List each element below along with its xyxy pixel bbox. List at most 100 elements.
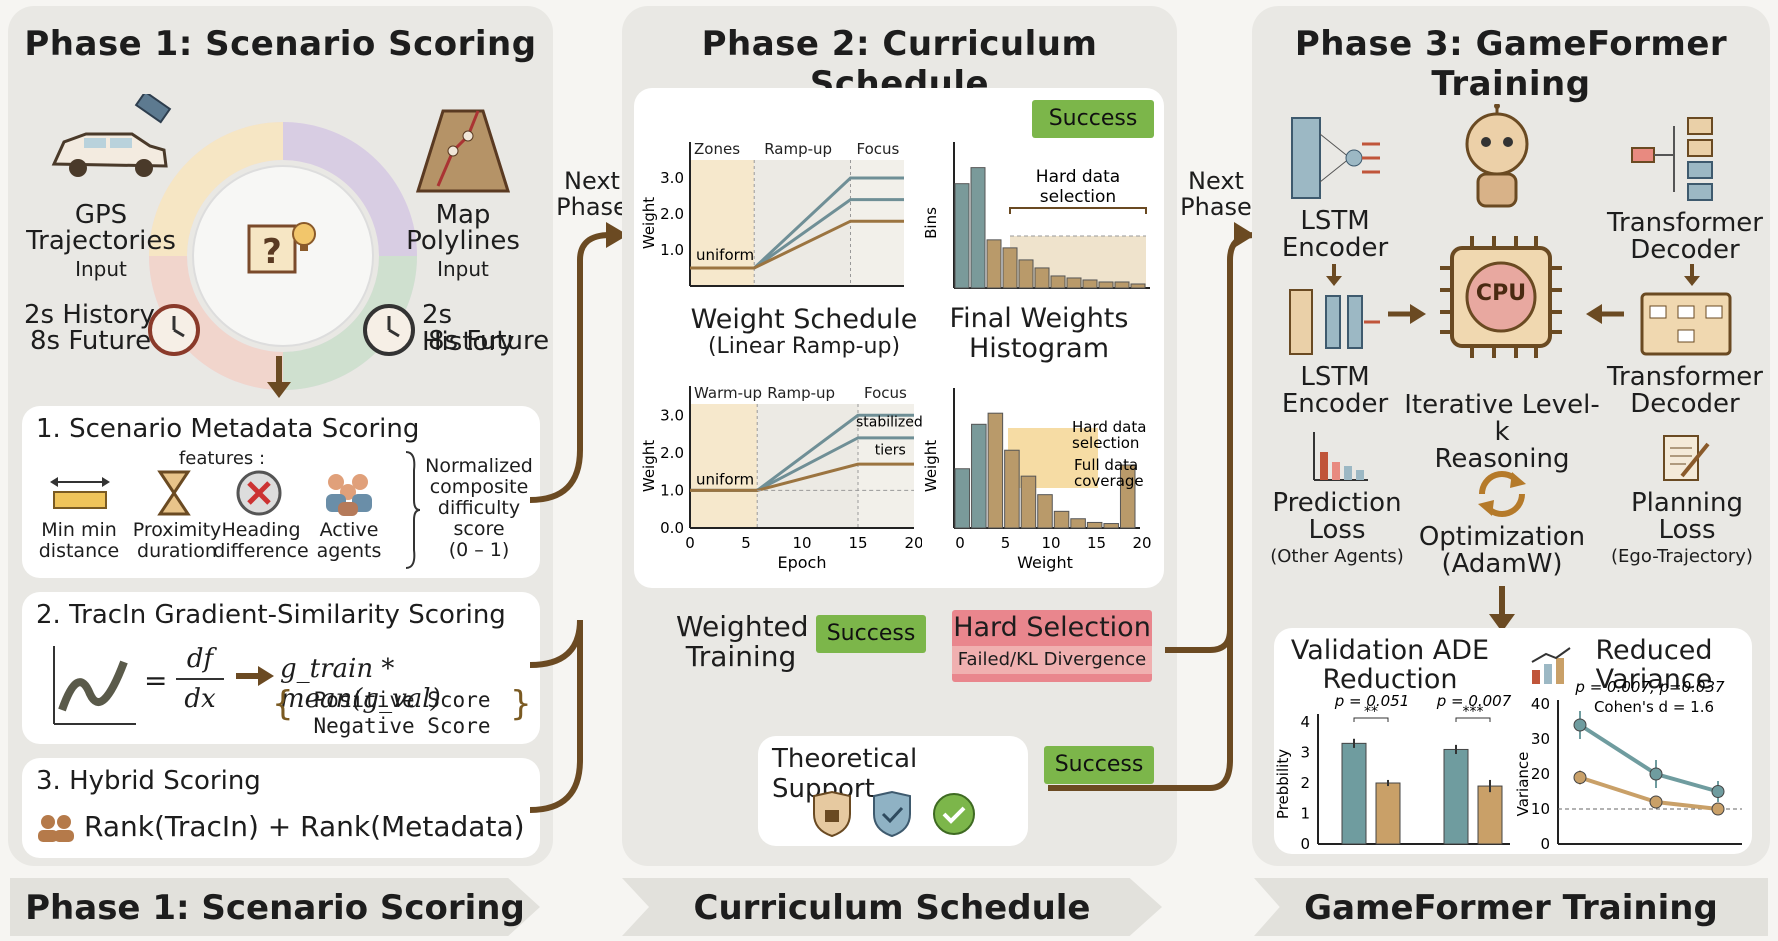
p-value-label: p = 0.051 xyxy=(1334,694,1410,710)
zone-label: Ramp-up xyxy=(764,140,832,158)
zone-warmup xyxy=(690,160,755,286)
zone-label: Focus xyxy=(864,384,907,402)
y-tick-label: 30 xyxy=(1531,730,1550,748)
histogram-bar xyxy=(1018,259,1034,289)
y-tick-label: 0 xyxy=(1300,835,1310,852)
phase2-panel: Phase 2: Curriculum Schedule Success Zon… xyxy=(622,6,1177,866)
histogram-bar xyxy=(1098,281,1114,289)
hard-selection-box: Hard Selection Failed/KL Divergence xyxy=(952,610,1152,682)
zone-warmup xyxy=(690,404,758,528)
histogram-bar xyxy=(1002,247,1018,289)
x-tick-label: 15 xyxy=(1087,534,1106,552)
series-line xyxy=(690,462,914,492)
gps-title-1: GPS xyxy=(74,200,128,230)
hard-selection-sub: Failed/KL Divergence xyxy=(952,646,1152,674)
arrow-down-icon xyxy=(267,356,291,398)
history-right-1: 2s History xyxy=(422,300,515,357)
map-sub: Input xyxy=(437,257,489,281)
p-value-label: p = 0.007, p=0.037 xyxy=(1574,678,1725,696)
footer-phase2: Curriculum Schedule xyxy=(622,878,1162,936)
histogram-bar xyxy=(1020,475,1037,529)
significance-bracket xyxy=(1455,717,1491,722)
weight-schedule-title: Weight Schedule xyxy=(690,304,918,335)
theoretical-badge: Success xyxy=(1044,746,1154,784)
histogram-bar xyxy=(1037,494,1053,529)
variance-point xyxy=(1711,802,1725,816)
refresh-icon xyxy=(1478,471,1526,517)
significance-bracket xyxy=(1353,717,1389,722)
histogram-bar xyxy=(1066,277,1082,289)
cpu-brain-icon xyxy=(1440,236,1562,358)
arrow-down-icon xyxy=(1684,264,1700,286)
histogram-bar xyxy=(1034,267,1050,289)
zone-label: Focus xyxy=(857,140,900,158)
annotation-uniform: uniform xyxy=(696,470,754,488)
y-tick-label: 20 xyxy=(1531,765,1550,783)
zone-focus xyxy=(850,160,904,286)
histogram-bar xyxy=(1103,523,1119,529)
theoretical-title: Theoretical Support xyxy=(772,744,918,804)
annotation-full-coverage: coverage xyxy=(1074,472,1144,490)
transformer-decoder-icon xyxy=(1640,292,1732,356)
significance-stars: ** xyxy=(1364,704,1378,720)
x-tick-label: 0 xyxy=(955,534,965,552)
x-tick-label: 20 xyxy=(1132,534,1151,552)
deriv-num: df xyxy=(186,644,214,674)
variance-point xyxy=(1573,718,1587,732)
x-axis-label: Epoch xyxy=(778,553,827,572)
zone-focus xyxy=(858,404,914,528)
y-tick-label: 10 xyxy=(1531,800,1550,818)
x-tick-label: 10 xyxy=(1041,534,1060,552)
histogram-bar xyxy=(986,239,1002,289)
hybrid-title: 3. Hybrid Scoring xyxy=(36,766,261,796)
transformer-icon xyxy=(1631,117,1713,201)
gps-sub: Input xyxy=(75,257,127,281)
y-tick-label: 3.0 xyxy=(660,169,684,187)
series-line xyxy=(690,219,904,270)
tracin-card: 2. TracIn Gradient-Similarity Scoring = … xyxy=(22,592,540,744)
cpu-label: CPU xyxy=(1475,281,1527,306)
histogram-bar xyxy=(1050,275,1066,289)
zone-label: Ramp-up xyxy=(767,384,835,402)
histogram-bar xyxy=(1053,510,1070,529)
annotation-stabilized: stabilized xyxy=(856,415,922,431)
y-tick-label: 0 xyxy=(1540,835,1550,853)
annotation-hard-selection: selection xyxy=(1040,187,1116,207)
arrow-right-icon xyxy=(236,666,274,686)
prediction-loss-sub: (Other Agents) xyxy=(1270,546,1404,567)
robot-icon xyxy=(1465,104,1529,208)
bracket xyxy=(1009,207,1147,214)
hourglass-icon xyxy=(157,470,191,516)
y-tick-label: 3 xyxy=(1300,744,1310,762)
growth-chart-icon xyxy=(1531,647,1571,684)
connector-arrows xyxy=(1048,222,1255,791)
variance-point xyxy=(1573,771,1587,784)
success-badge-top: Success xyxy=(1032,100,1154,138)
annotation-hard-selection: Hard data xyxy=(1036,167,1120,187)
ruler-icon xyxy=(50,477,110,509)
fraction-bar xyxy=(176,678,224,680)
histogram-bar xyxy=(1004,449,1020,529)
question-bulb-icon: ? xyxy=(247,222,316,274)
clock-icon xyxy=(363,304,415,356)
arrow-down-icon xyxy=(1489,586,1515,632)
zone-label: Warm-up xyxy=(694,384,762,402)
histogram-bar xyxy=(1086,521,1103,529)
effect-size-label: Cohen's d = 1.6 xyxy=(1594,698,1714,716)
